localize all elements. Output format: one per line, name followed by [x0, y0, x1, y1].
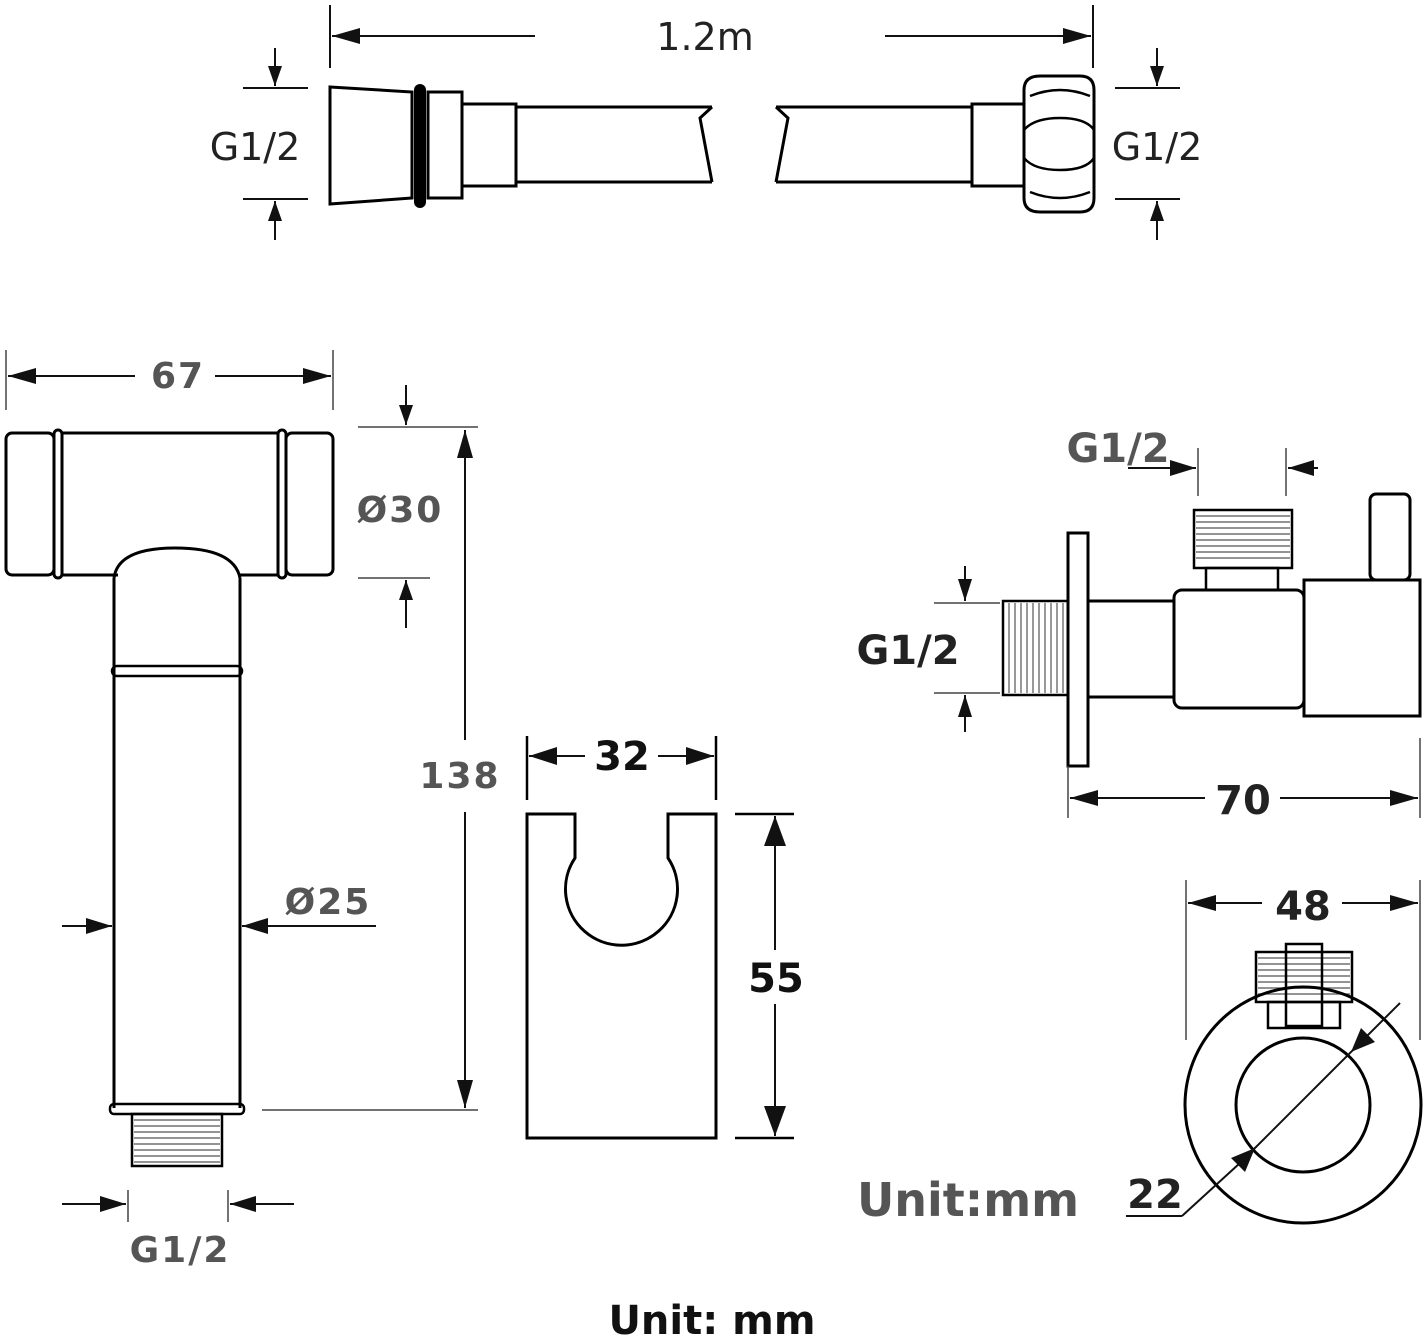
hose-drawing: 1.2m G1/2 G1/2 [210, 5, 1203, 240]
hose-left-thread-label: G1/2 [210, 125, 301, 169]
sprayer-drawing: 67 Ø30 [4, 350, 500, 1271]
o-ring [414, 84, 426, 208]
sprayer-head-diameter-label: Ø30 [357, 490, 444, 531]
valve-length-label: 70 [1215, 778, 1271, 824]
sprayer-width-label: 67 [151, 356, 205, 397]
hose-right-thread-label: G1/2 [1112, 125, 1203, 169]
holder-drawing: 32 55 [525, 734, 804, 1140]
holder-height-label: 55 [748, 956, 804, 1002]
sprayer-height-label: 138 [419, 756, 500, 797]
valve-unit-label: Unit:mm [857, 1173, 1079, 1227]
valve-side-drawing: G1/2 G1/2 [856, 426, 1422, 824]
valve-flange-width-label: 48 [1275, 884, 1331, 930]
footer-unit-label: Unit: mm [608, 1298, 815, 1341]
valve-top-thread-label: G1/2 [1066, 426, 1169, 472]
hose-length-label: 1.2m [656, 15, 753, 59]
valve-handle-diameter-label: 22 [1127, 1172, 1183, 1218]
valve-front-drawing: 48 22 Unit:mm [857, 880, 1423, 1227]
sprayer-body-diameter-label: Ø25 [285, 882, 372, 923]
sprayer-thread-label: G1/2 [130, 1230, 231, 1271]
holder-width-label: 32 [594, 734, 650, 780]
valve-side-thread-label: G1/2 [856, 628, 959, 674]
